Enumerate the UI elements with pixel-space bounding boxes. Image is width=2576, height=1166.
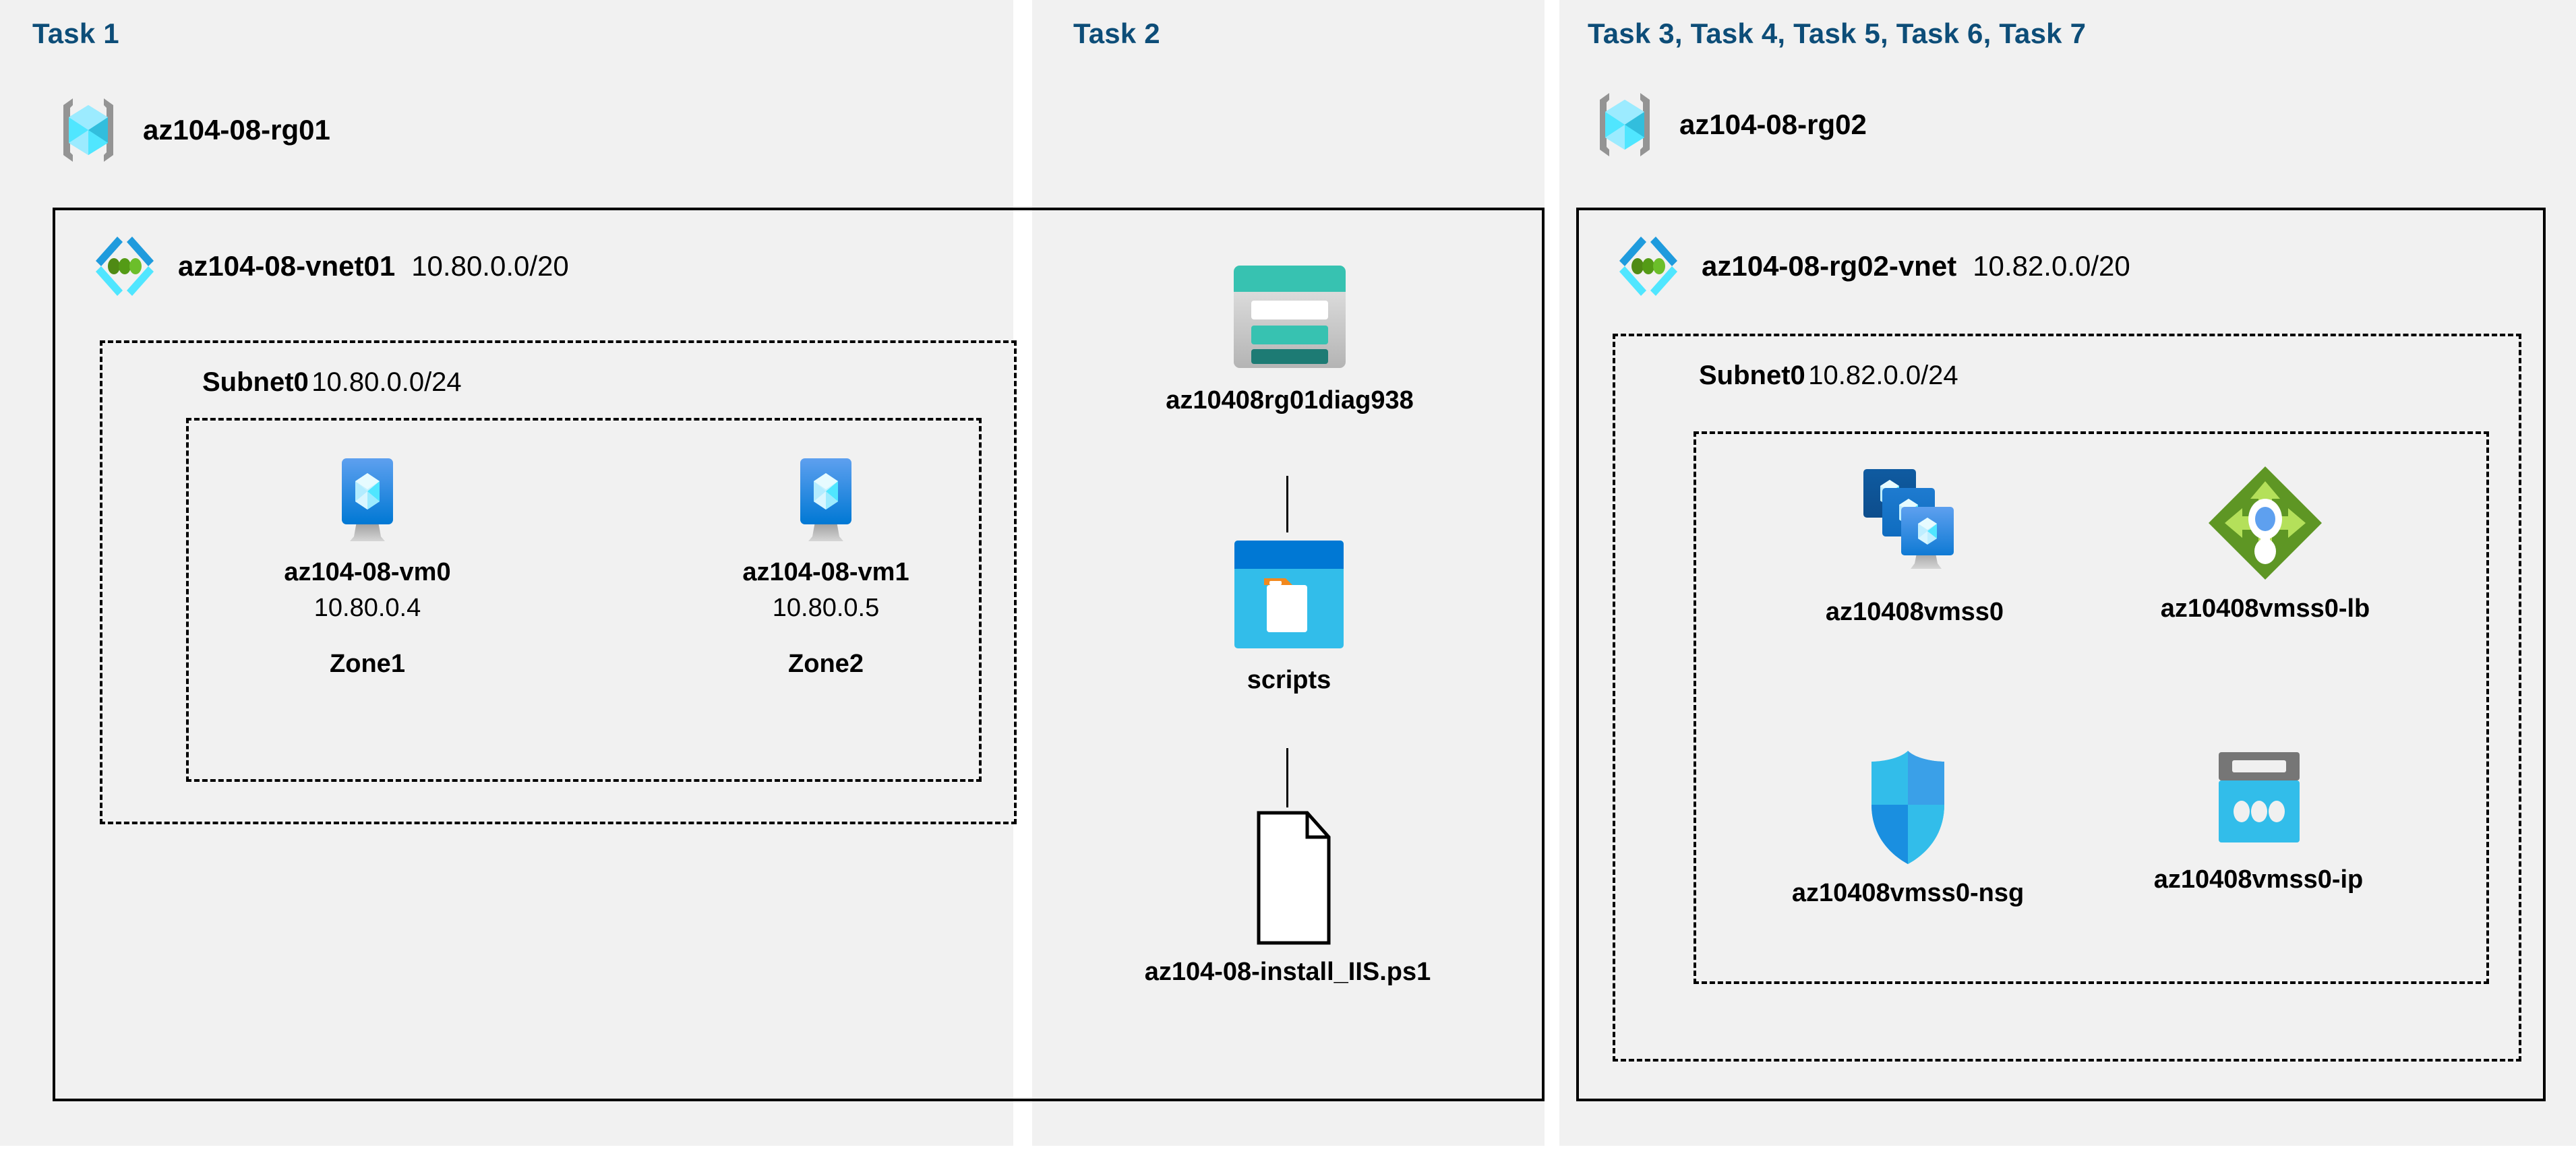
panel-task3-7-background: [1559, 0, 2576, 1146]
node-az104-08-vm0-ip: 10.80.0.4: [313, 594, 421, 622]
node-az10408vmss0-lb[interactable]: az10408vmss0-lb: [2117, 462, 2414, 623]
resource-group-icon: [1588, 88, 1662, 162]
panel-task1-background: [0, 0, 1013, 1146]
node-az10408vmss0[interactable]: az10408vmss0: [1780, 462, 2049, 627]
subnet0-box-rg01: [100, 340, 1017, 824]
node-az10408vmss0-lb-label: az10408vmss0-lb: [2160, 594, 2370, 623]
resource-group-icon: [51, 93, 125, 167]
task1-heading: Task 1: [32, 18, 119, 49]
vnet-header-az104-08-vnet01: az104-08-vnet01 10.80.0.0/20: [88, 233, 569, 300]
vnet-cidr-az104-08-vnet01: 10.80.0.0/20: [411, 250, 569, 282]
task2-heading: Task 2: [1073, 18, 1160, 49]
node-az104-08-vm0-label: az104-08-vm0: [284, 558, 451, 586]
node-az104-08-vm1[interactable]: az104-08-vm1 10.80.0.5 Zone2: [742, 453, 910, 679]
resource-group-rg02-label: az104-08-rg02: [1679, 109, 1867, 140]
node-storage-account[interactable]: az10408rg01diag938: [1125, 257, 1455, 415]
subnet0-label-rg02: Subnet0 10.82.0.0/24: [1699, 361, 1958, 391]
vnet-label-az104-08-vnet01: az104-08-vnet01: [178, 250, 396, 282]
node-az104-08-vm1-zone: Zone2: [788, 650, 864, 678]
subnet0-inner-box-rg02: [1694, 431, 2489, 984]
storage-account-icon: [1226, 257, 1354, 375]
virtual-machine-icon: [785, 453, 866, 547]
subnet0-label-rg01: Subnet0 10.80.0.0/24: [202, 367, 462, 398]
virtual-network-icon: [1611, 233, 1685, 300]
vnet-box-az104-08-vnet01: [53, 208, 1545, 1101]
vnet-label-az104-08-rg02-vnet: az104-08-rg02-vnet: [1702, 250, 1957, 282]
script-file-icon: [1237, 809, 1338, 947]
load-balancer-icon: [2205, 462, 2326, 584]
connector-storage-to-container: [1286, 476, 1288, 532]
vnet-cidr-az104-08-rg02-vnet: 10.82.0.0/20: [1973, 250, 2130, 282]
subnet0-cidr-rg01: 10.80.0.0/24: [311, 367, 462, 397]
vnet-box-az104-08-rg02-vnet: [1576, 208, 2546, 1101]
node-az10408vmss0-nsg[interactable]: az10408vmss0-nsg: [1760, 747, 2056, 908]
node-az104-08-vm0[interactable]: az104-08-vm0 10.80.0.4 Zone1: [283, 453, 452, 679]
availability-zone-box-rg01: [186, 418, 982, 782]
node-az104-08-vm1-label: az104-08-vm1: [742, 558, 909, 586]
resource-group-rg01: az104-08-rg01: [51, 93, 330, 167]
node-az104-08-vm1-ip: 10.80.0.5: [772, 594, 880, 622]
public-ip-address-icon: [2207, 747, 2311, 855]
blob-container-icon: [1228, 534, 1350, 655]
virtual-network-icon: [88, 233, 162, 300]
node-storage-account-label: az10408rg01diag938: [1166, 386, 1414, 415]
vnet-header-az104-08-rg02-vnet: az104-08-rg02-vnet 10.82.0.0/20: [1611, 233, 2130, 300]
node-az10408vmss0-ip[interactable]: az10408vmss0-ip: [2110, 747, 2407, 894]
node-script-file-label: az104-08-install_IIS.ps1: [1144, 958, 1431, 986]
subnet0-box-rg02: [1613, 334, 2521, 1062]
node-az104-08-vm0-zone: Zone1: [330, 650, 405, 678]
node-az10408vmss0-ip-label: az10408vmss0-ip: [2153, 865, 2364, 894]
node-blob-container[interactable]: scripts: [1161, 534, 1417, 695]
node-blob-container-label: scripts: [1247, 666, 1331, 694]
task3-7-heading: Task 3, Task 4, Task 5, Task 6, Task 7: [1588, 18, 2087, 49]
subnet0-name-rg02: Subnet0: [1699, 361, 1805, 390]
subnet0-cidr-rg02: 10.82.0.0/24: [1808, 361, 1958, 390]
node-az10408vmss0-label: az10408vmss0: [1825, 598, 2004, 626]
node-script-file[interactable]: az104-08-install_IIS.ps1: [1079, 809, 1497, 987]
node-az10408vmss0-nsg-label: az10408vmss0-nsg: [1791, 879, 2025, 907]
vm-scale-set-icon: [1847, 462, 1982, 587]
network-security-group-icon: [1861, 747, 1955, 868]
resource-group-rg01-label: az104-08-rg01: [143, 114, 330, 146]
subnet0-name-rg01: Subnet0: [202, 367, 309, 397]
virtual-machine-icon: [327, 453, 408, 547]
connector-container-to-script: [1286, 748, 1288, 807]
resource-group-rg02: az104-08-rg02: [1588, 88, 1867, 162]
